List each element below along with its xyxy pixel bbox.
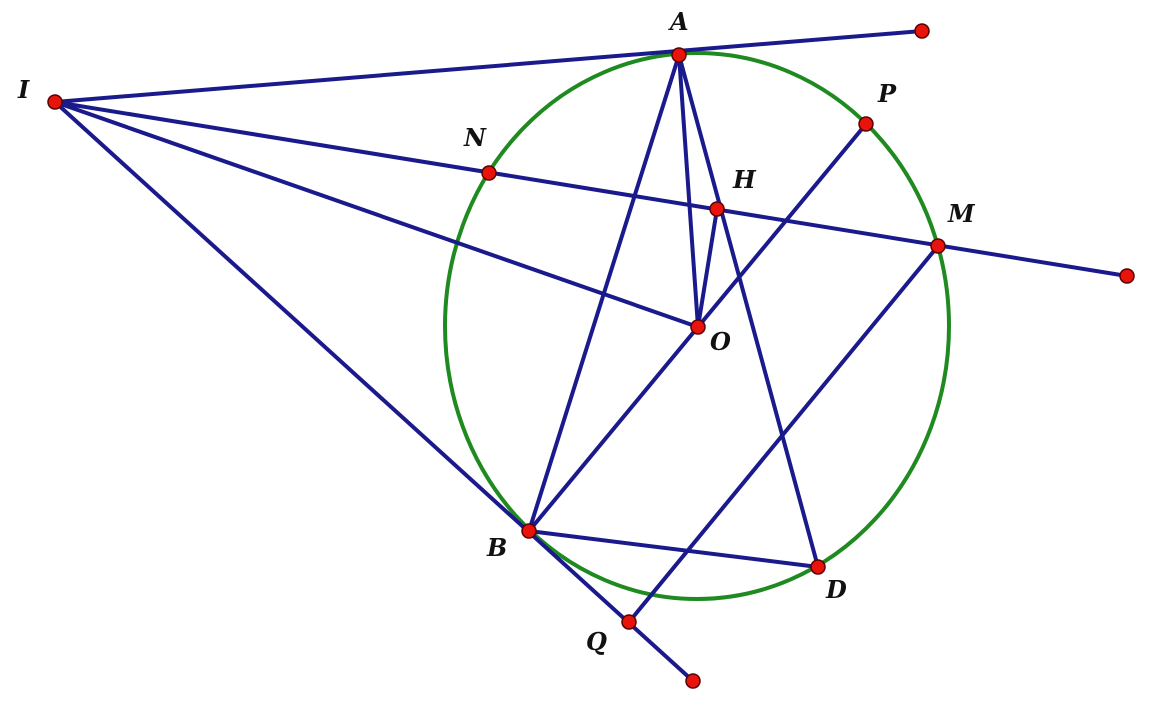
point-p[interactable]	[858, 116, 874, 132]
label-d: D	[825, 575, 847, 604]
segment-i-b-ext	[53, 100, 695, 683]
point-o[interactable]	[690, 319, 706, 335]
point-m[interactable]	[930, 238, 946, 254]
point-q[interactable]	[621, 614, 637, 630]
labels: I A P N H M O B D Q	[17, 7, 976, 656]
segment-i-a-ext	[53, 29, 924, 104]
label-h: H	[732, 165, 757, 194]
label-q: Q	[586, 627, 607, 656]
segment-a-b	[527, 53, 681, 533]
segment-h-o	[696, 207, 719, 329]
point-n[interactable]	[481, 165, 497, 181]
label-b: B	[486, 533, 507, 562]
point-d[interactable]	[810, 559, 826, 575]
point-a-ext-end[interactable]	[914, 23, 930, 39]
segment-b-d	[527, 529, 820, 569]
point-m-ext-end[interactable]	[1119, 268, 1135, 284]
point-b[interactable]	[521, 523, 537, 539]
label-i: I	[17, 75, 30, 104]
point-b-ext-end[interactable]	[685, 673, 701, 689]
circle-o	[443, 51, 951, 601]
points	[47, 23, 1135, 689]
point-h[interactable]	[709, 201, 725, 217]
segment-i-o	[53, 100, 700, 329]
label-n: N	[463, 123, 487, 152]
segment-i-m-ext	[53, 100, 1129, 278]
point-i[interactable]	[47, 94, 63, 110]
label-a: A	[668, 7, 689, 36]
segment-m-q	[627, 244, 940, 624]
label-p: P	[877, 79, 897, 108]
segment-a-o	[677, 53, 700, 329]
segment-a-d	[677, 53, 820, 569]
label-o: O	[710, 327, 731, 356]
label-m: M	[947, 199, 976, 228]
point-a[interactable]	[671, 47, 687, 63]
